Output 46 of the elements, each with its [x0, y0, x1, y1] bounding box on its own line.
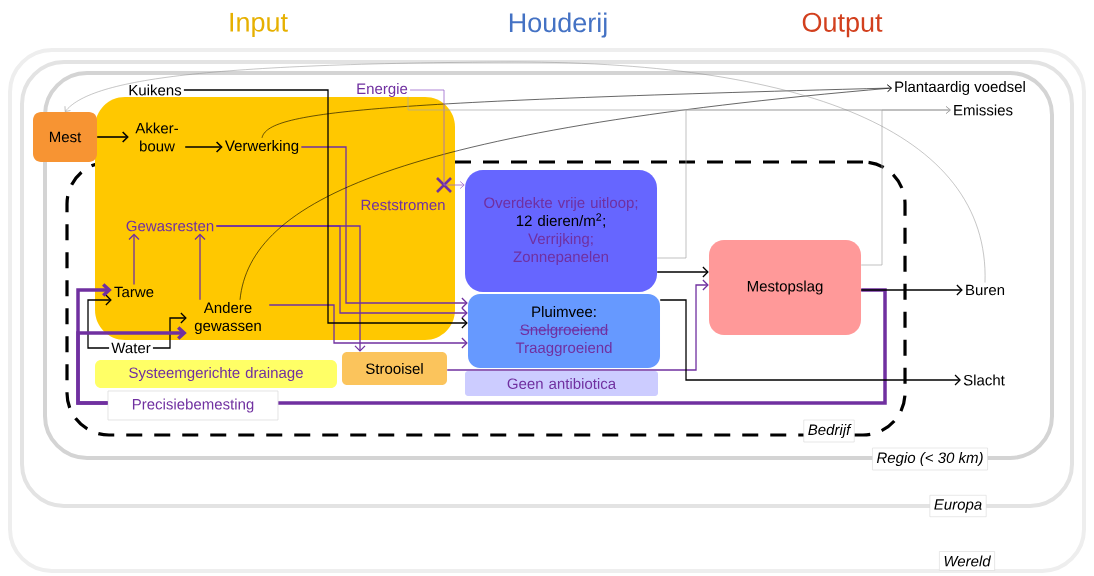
arrow [409, 89, 465, 189]
arrow [446, 279, 709, 371]
arrow [268, 304, 468, 349]
heading: Output [802, 12, 883, 38]
arrow [128, 233, 140, 286]
flow-text: Plantaardig voedsel [895, 81, 1025, 95]
connector-line [278, 288, 887, 405]
annotation-text: Reststromen [361, 199, 445, 211]
arrow [659, 299, 961, 386]
process-box: Strooisel [342, 352, 447, 385]
arrow [194, 233, 206, 301]
heading: Houderij [509, 12, 607, 38]
heading: Input [230, 12, 288, 38]
arrow [64, 61, 986, 283]
arrow [184, 141, 223, 153]
arrow [860, 106, 951, 266]
flow-text: Akker- bouw [135, 122, 178, 152]
flow-text: Andere gewassen [194, 302, 261, 334]
area-box [95, 97, 455, 340]
arrow [96, 131, 129, 143]
process-box: Pluimvee: Snelgroeiend Traaggroeiend [468, 294, 660, 368]
arrow [656, 266, 709, 278]
storage-box: Mestopslag [709, 240, 861, 335]
arrow [860, 284, 963, 296]
arrow [300, 146, 468, 309]
flow-text: Slacht [963, 374, 1005, 386]
flow-text: Verwerking [224, 140, 299, 154]
flow-text: Energie [357, 83, 408, 97]
flow-text: Buren [966, 284, 1005, 296]
flow-text: Water [111, 342, 151, 354]
flow-text: Kuikens [129, 84, 182, 96]
process-box: Mest [33, 112, 97, 162]
arrow [152, 312, 187, 349]
arrow [76, 326, 187, 405]
flow-text: Tarwe [114, 286, 154, 298]
arrow [261, 84, 892, 139]
process-box: Systeemgerichte drainage [95, 360, 337, 388]
flow-text: Emissies [954, 104, 1013, 116]
arrow [239, 84, 892, 301]
arrow [87, 294, 112, 349]
info-box: Geen antibiotica [465, 371, 658, 396]
label-box: Precisiebemesting [107, 390, 279, 421]
arrow [183, 89, 468, 329]
flow-text: Gewasresten [126, 220, 214, 232]
process-box: Overdekte vrije uitloop; 12 dieren/m$^{2}$; Verrijking; Zonnepanelen [465, 170, 657, 292]
arrow [215, 225, 366, 352]
